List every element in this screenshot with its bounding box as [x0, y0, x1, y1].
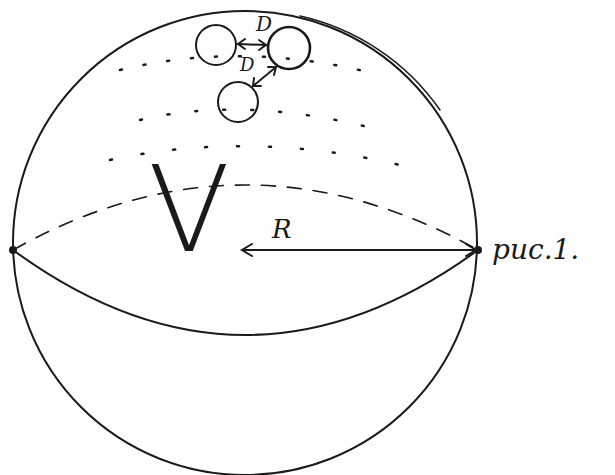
arrow-head [253, 78, 261, 86]
particle-circle [218, 82, 258, 122]
distance-arrow [238, 44, 266, 45]
dots-row [120, 56, 380, 75]
distance-label: D [240, 56, 254, 74]
distance-arrow [253, 67, 276, 86]
arrow-head [259, 40, 266, 50]
radius-label: R [272, 216, 292, 242]
end-point [10, 247, 16, 253]
particle-circle [268, 27, 310, 69]
volume-label: V [148, 150, 230, 270]
radius-arrow [242, 249, 476, 251]
equator-front [13, 250, 478, 335]
distance-label: D [256, 14, 272, 34]
outline-retrace [300, 16, 440, 110]
dots-row [140, 110, 380, 130]
end-point [475, 247, 481, 253]
figure-label: рис.1. [492, 236, 579, 264]
sphere-outline [13, 11, 477, 475]
arrow-head [242, 244, 252, 256]
arrow-head [268, 67, 276, 75]
particle-circle [196, 25, 236, 65]
equator-back [13, 185, 478, 250]
arrow-head [238, 39, 245, 49]
